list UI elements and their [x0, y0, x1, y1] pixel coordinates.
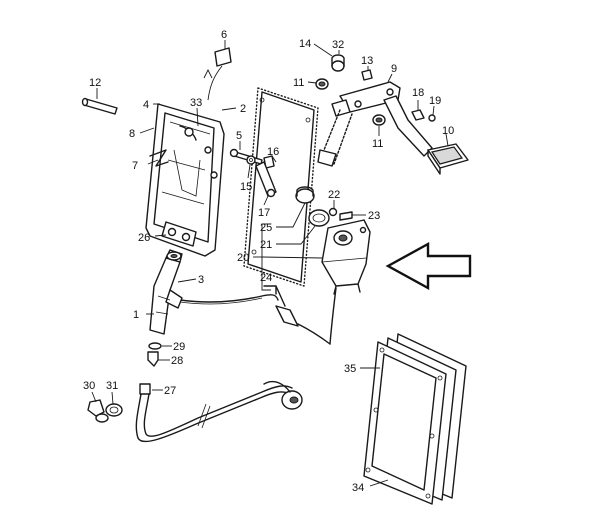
connector-31 [105, 391, 123, 417]
callout-19: 19 [429, 95, 441, 107]
hose-24 [179, 285, 337, 345]
callout-25: 25 [260, 222, 272, 234]
callout-30: 30 [83, 380, 95, 392]
callout-26: 26 [138, 232, 150, 244]
callout-2: 2 [240, 103, 246, 115]
callout-17: 17 [258, 207, 270, 219]
callout-9: 9 [391, 63, 397, 75]
callout-14: 14 [299, 38, 311, 50]
callout-22: 22 [328, 189, 340, 201]
washer-14 [313, 43, 333, 57]
callout-13: 13 [361, 55, 373, 67]
pedal-pad-10 [427, 133, 469, 175]
pipe-27 [135, 380, 303, 443]
callout-7: 7 [132, 160, 138, 172]
fitting-29 [148, 342, 172, 350]
callout-34: 34 [352, 482, 364, 494]
bushing-15 [246, 155, 256, 179]
seal-21 [276, 209, 330, 245]
callout-15: 15 [240, 181, 252, 193]
master-cylinder-1 [146, 249, 197, 335]
callout-35: 35 [344, 363, 356, 375]
callout-21: 21 [260, 239, 272, 251]
callout-10: 10 [442, 125, 454, 137]
callout-5: 5 [236, 130, 242, 142]
gasket-34 [369, 479, 389, 487]
pin-12 [81, 88, 118, 115]
callout-6: 6 [221, 29, 227, 41]
callout-11a: 11 [293, 77, 304, 89]
pin-19 [428, 105, 436, 122]
bushing-11-upper [307, 78, 329, 90]
reservoir-20 [321, 219, 371, 295]
callout-4: 4 [143, 99, 149, 111]
callout-labels: 1 2 3 4 5 6 7 8 9 10 11 11 12 13 14 15 1… [83, 29, 454, 494]
callout-1: 1 [133, 309, 139, 321]
callout-33: 33 [190, 97, 202, 109]
callout-8: 8 [129, 128, 135, 140]
bracket-20 [253, 223, 323, 291]
link-17 [255, 161, 277, 206]
callout-11b: 11 [372, 138, 383, 150]
callout-27: 27 [164, 385, 176, 397]
callout-23: 23 [368, 210, 380, 222]
gasket-set-35 [360, 333, 467, 505]
clip-6 [203, 40, 232, 101]
connector-30 [87, 391, 109, 423]
callout-18: 18 [412, 87, 424, 99]
bushing-18 [411, 100, 425, 121]
fitting-28 [147, 351, 170, 367]
nut-13 [361, 66, 373, 81]
callout-32: 32 [332, 39, 344, 51]
cap-25 [276, 186, 315, 228]
callout-29: 29 [173, 341, 185, 353]
bushing-32 [331, 50, 345, 72]
bushing-11-lower [372, 114, 386, 136]
pedal-assembly-9 [317, 73, 433, 167]
callout-12: 12 [89, 77, 101, 89]
fitting-22 [328, 200, 338, 217]
callout-24: 24 [260, 272, 272, 284]
callout-28: 28 [171, 355, 183, 367]
callout-31: 31 [106, 380, 118, 392]
pedal-housing [139, 103, 237, 257]
gasket-2 [243, 87, 319, 287]
pointer-arrow [385, 241, 472, 291]
callout-16: 16 [267, 146, 279, 158]
callout-20: 20 [237, 252, 249, 264]
callout-3: 3 [198, 274, 204, 286]
screw-23 [339, 211, 366, 221]
